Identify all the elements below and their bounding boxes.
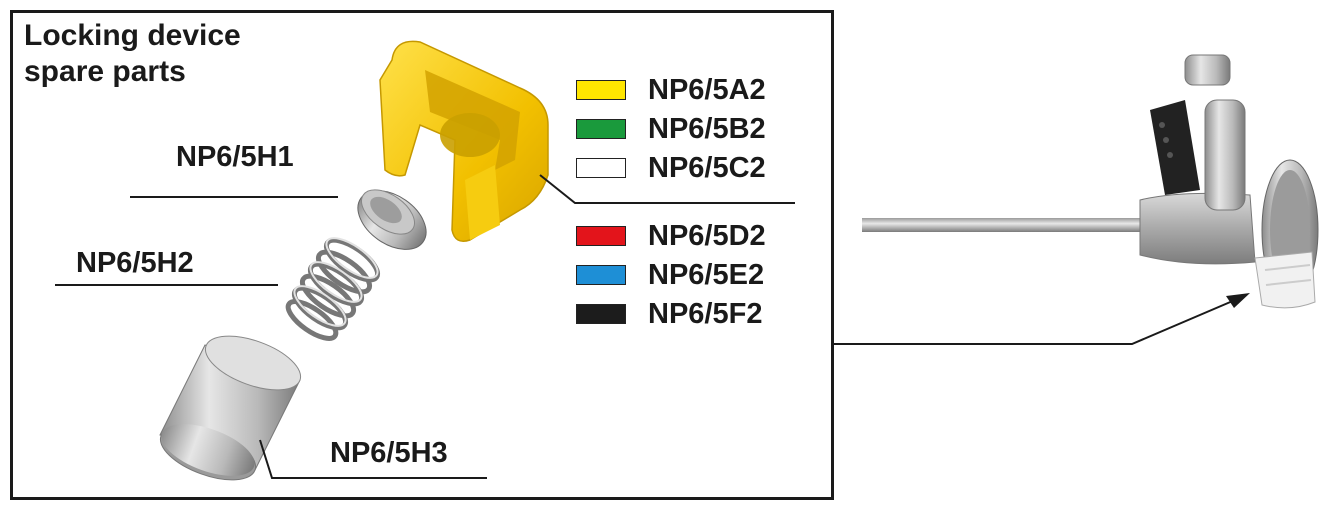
label-h3: NP6/5H3 [330, 437, 448, 469]
valve-top [1184, 54, 1231, 86]
color-option-d2: NP6/5D2 [576, 220, 766, 252]
color-code-c2: NP6/5C2 [648, 151, 766, 184]
title-line-2: spare parts [24, 55, 186, 88]
parts-frame [10, 10, 834, 500]
color-code-d2: NP6/5D2 [648, 219, 766, 252]
color-code-f2: NP6/5F2 [648, 297, 763, 330]
leader-h3 [259, 439, 487, 479]
yellow-locking-clip [379, 40, 549, 242]
leader-clip [539, 174, 795, 204]
label-h1: NP6/5H1 [176, 141, 294, 173]
color-option-a2: NP6/5A2 [576, 74, 766, 106]
page-title: Locking device spare parts [24, 18, 241, 90]
instrument-illustration [862, 54, 1319, 309]
color-option-e2: NP6/5E2 [576, 259, 764, 291]
color-code-a2: NP6/5A2 [648, 73, 766, 106]
ring-part-h1 [357, 189, 427, 250]
color-option-c2: NP6/5C2 [576, 152, 766, 184]
valve-lever [1150, 100, 1200, 195]
swatch-green [576, 119, 626, 139]
swatch-white [576, 158, 626, 178]
instrument-shaft [862, 218, 1152, 232]
leader-lines [55, 174, 795, 479]
swatch-yellow [576, 80, 626, 100]
swatch-blue [576, 265, 626, 285]
title-line-1: Locking device [24, 19, 241, 52]
label-h2: NP6/5H2 [76, 247, 194, 279]
swatch-red [576, 226, 626, 246]
cylinder-part-h3 [159, 335, 302, 481]
connector-arrow [834, 293, 1250, 345]
color-code-e2: NP6/5E2 [648, 258, 765, 291]
color-code-b2: NP6/5B2 [648, 112, 766, 145]
color-option-b2: NP6/5B2 [576, 113, 766, 145]
color-option-f2: NP6/5F2 [576, 298, 762, 330]
swatch-black [576, 304, 626, 324]
